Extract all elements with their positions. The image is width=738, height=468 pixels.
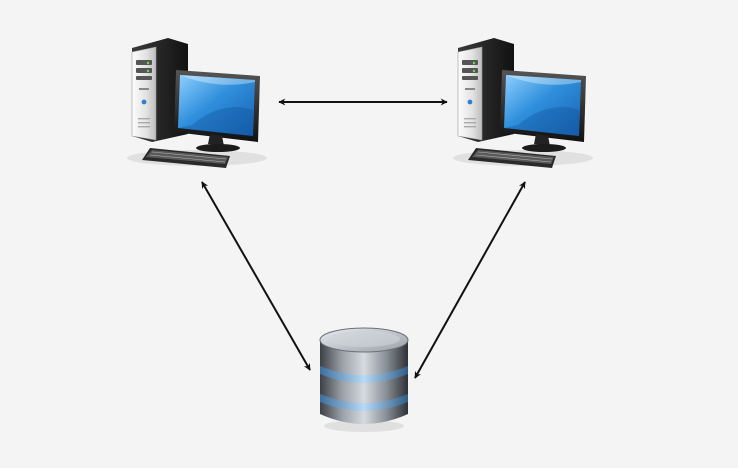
edge-computer-right-database	[414, 181, 526, 379]
desktop-computer-icon	[452, 37, 594, 169]
database-icon	[319, 327, 409, 432]
edge-computer-left-database	[201, 181, 311, 371]
desktop-computer-icon	[126, 37, 268, 169]
